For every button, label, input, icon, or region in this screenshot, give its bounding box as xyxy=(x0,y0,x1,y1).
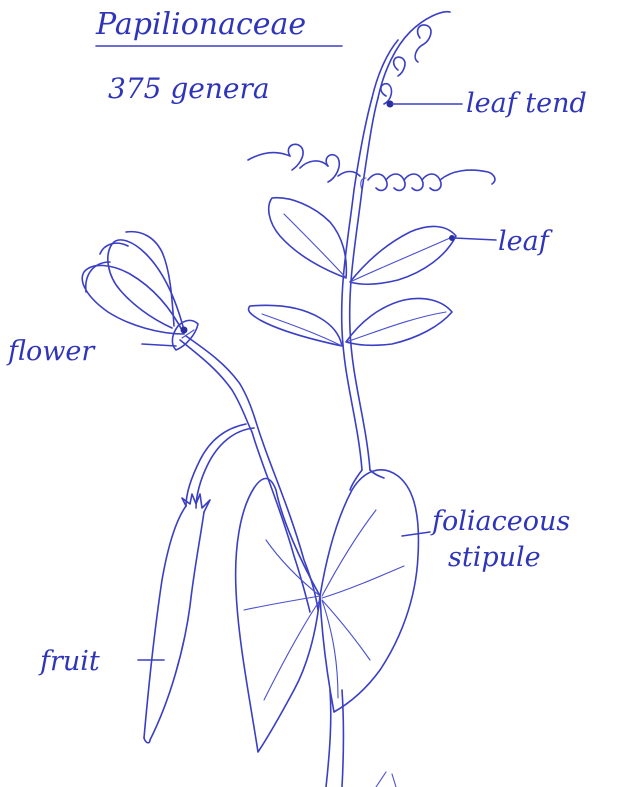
leaf-tendril-label: leaf tend xyxy=(466,88,587,119)
leaflet-upper-right xyxy=(350,226,456,284)
fruit-label: fruit xyxy=(38,646,100,677)
foliaceous-pointer xyxy=(402,532,430,536)
stipule-label: stipule xyxy=(448,542,541,573)
leaf-pointer xyxy=(454,238,496,240)
flower xyxy=(82,232,198,350)
flower-pointer xyxy=(142,344,176,346)
foliaceous-stipule xyxy=(236,470,419,752)
fruit-stalk xyxy=(186,424,254,508)
leaflet-lower-left xyxy=(248,305,342,346)
leaflet-lower-right xyxy=(346,299,452,346)
main-stem xyxy=(326,98,378,787)
foliaceous-label: foliaceous xyxy=(430,506,570,537)
flower-stalk xyxy=(180,336,318,612)
stray-mark xyxy=(376,772,396,787)
diagram-title: Papilionaceae xyxy=(95,7,306,42)
side-tendril xyxy=(248,144,495,190)
leaf-tendril xyxy=(372,12,450,107)
leaflet-upper-left xyxy=(269,198,347,278)
genera-count: 375 genera xyxy=(108,72,270,105)
flower-label: flower xyxy=(6,336,96,367)
fruit-pod xyxy=(144,494,210,743)
leaf-label: leaf xyxy=(498,226,553,257)
